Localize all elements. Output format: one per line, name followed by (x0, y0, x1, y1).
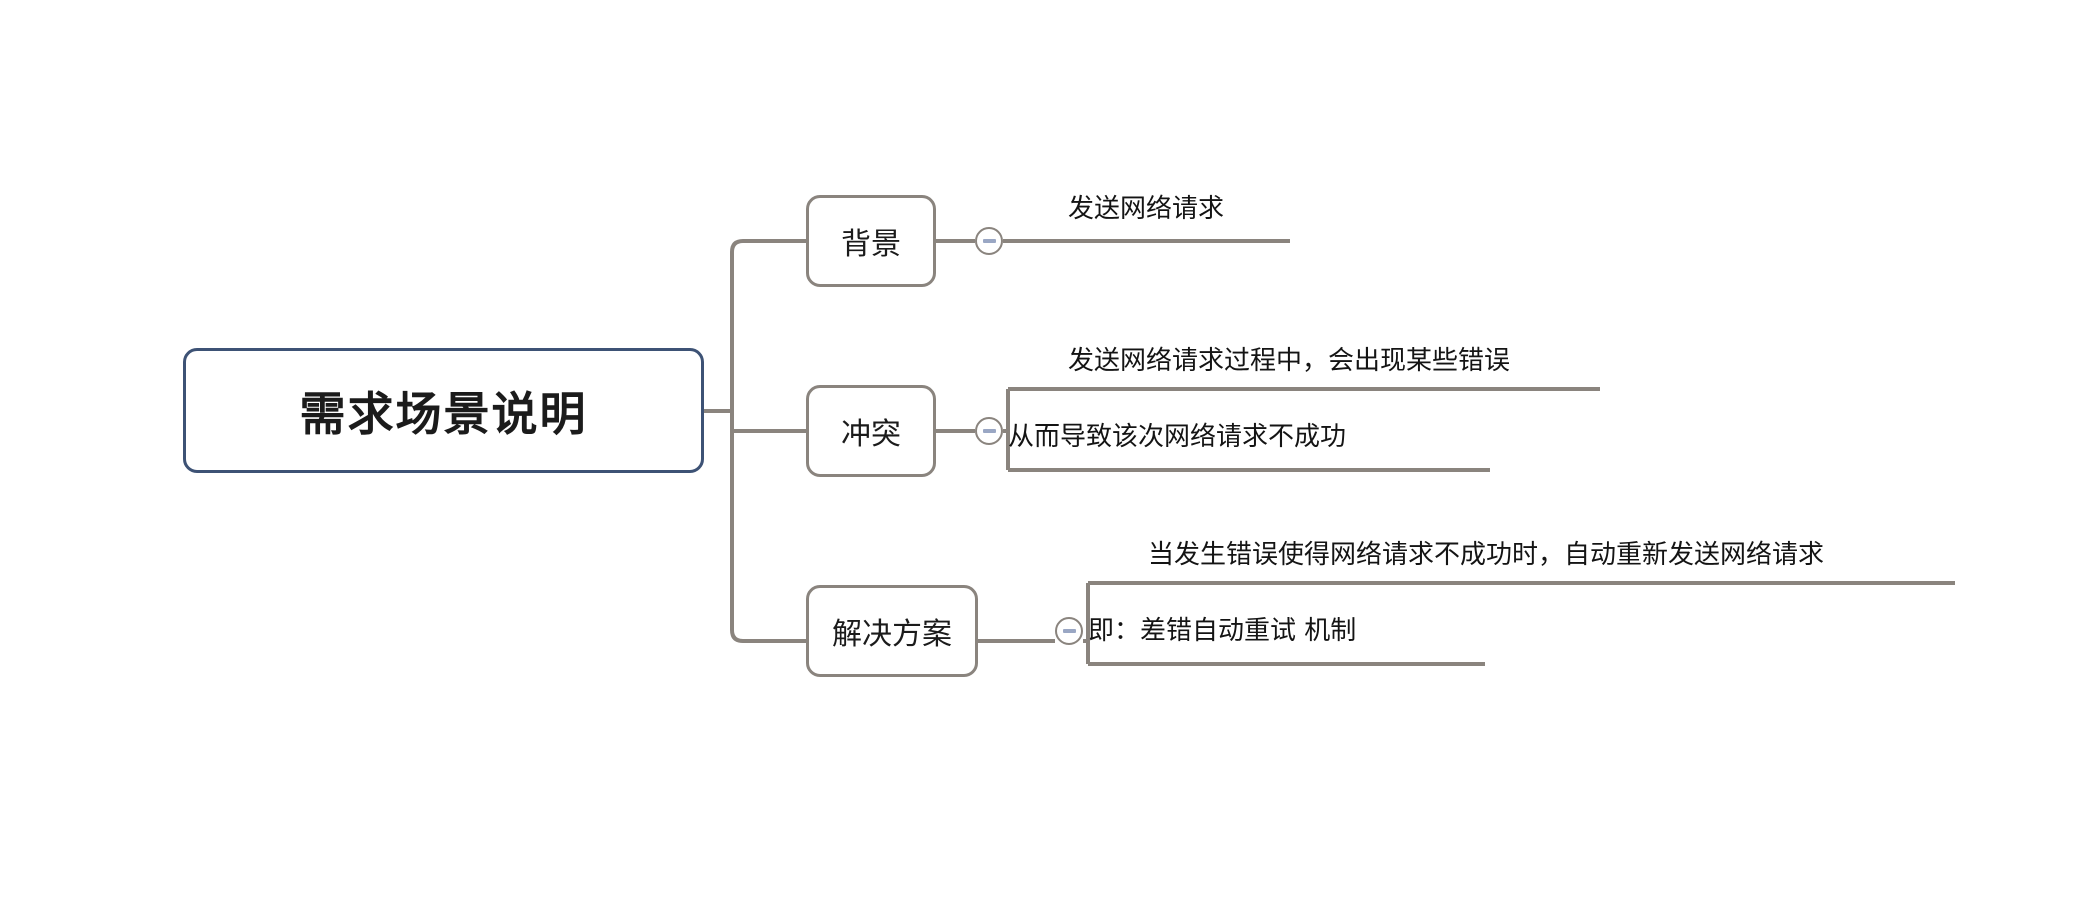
leaf-node-request-fails[interactable]: 从而导致该次网络请求不成功 (1008, 422, 1347, 452)
branch-node-label: 背景 (841, 227, 901, 262)
leaf-node-auto-resend[interactable]: 当发生错误使得网络请求不成功时，自动重新发送网络请求 (1148, 540, 1825, 570)
branch-node-label: 解决方案 (832, 617, 952, 652)
collapse-toggle-background[interactable] (975, 227, 1003, 255)
connector-trunk-to-branch-0 (730, 239, 806, 253)
collapse-toggle-conflict[interactable] (975, 417, 1003, 445)
root-node[interactable]: 需求场景说明 (183, 348, 704, 473)
leaf-node-send-network-request[interactable]: 发送网络请求 (1068, 194, 1225, 224)
minus-icon (1062, 629, 1076, 633)
leaf-node-retry-mechanism[interactable]: 即：差错自动重试 机制 (1088, 616, 1357, 646)
collapse-toggle-solution[interactable] (1055, 617, 1083, 645)
root-node-label: 需求场景说明 (299, 386, 588, 441)
connector-trunk-to-branch-2 (730, 629, 806, 643)
branch-node-background[interactable]: 背景 (806, 195, 936, 287)
minus-icon (982, 429, 996, 433)
branch-node-conflict[interactable]: 冲突 (806, 385, 936, 477)
leaf-node-errors-occur[interactable]: 发送网络请求过程中，会出现某些错误 (1068, 346, 1511, 376)
branch-node-label: 冲突 (841, 417, 901, 452)
minus-icon (982, 239, 996, 243)
branch-node-solution[interactable]: 解决方案 (806, 585, 978, 677)
